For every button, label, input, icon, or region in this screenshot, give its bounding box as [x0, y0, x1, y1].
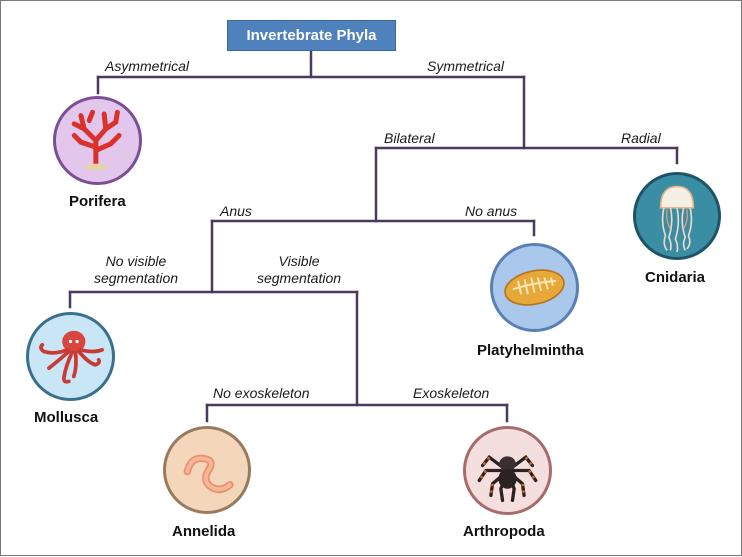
branch-label-visible-segmentation: Visible segmentation: [237, 253, 361, 287]
branch-label-symmetrical: Symmetrical: [427, 58, 505, 74]
sponge-icon: [71, 109, 122, 171]
branch-label-exoskeleton: Exoskeleton: [413, 385, 490, 401]
arthropoda-circle: [463, 426, 552, 515]
label-mollusca: Mollusca: [34, 409, 99, 426]
branch-label-bilateral: Bilateral: [384, 130, 435, 146]
annelida-circle: [163, 426, 251, 514]
label-arthropoda: Arthropoda: [463, 523, 545, 540]
octopus-icon: [39, 330, 104, 384]
tarantula-icon: [477, 454, 538, 503]
branch-label-line: segmentation: [93, 270, 179, 286]
branch-label-line: Visible: [278, 253, 320, 269]
platyhelmintha-circle: [490, 243, 579, 332]
branch-label-line: segmentation: [256, 270, 342, 286]
flatworm-icon: [504, 269, 565, 306]
branch-label-no-anus: No anus: [465, 203, 518, 219]
branch-label-no-visible-segmentation: No visible segmentation: [74, 253, 198, 287]
branch-label-line: No visible: [105, 253, 167, 269]
label-porifera: Porifera: [69, 193, 126, 210]
branch-label-anus: Anus: [220, 203, 252, 219]
label-annelida: Annelida: [172, 523, 236, 540]
label-platyhelmintha: Platyhelmintha: [477, 342, 584, 359]
cnidaria-circle: [633, 172, 721, 260]
label-cnidaria: Cnidaria: [645, 269, 706, 286]
branch-label-asymmetrical: Asymmetrical: [105, 58, 190, 74]
earthworm-icon: [183, 454, 234, 493]
diagram-title: Invertebrate Phyla: [227, 20, 396, 51]
jellyfish-icon: [659, 185, 695, 253]
branch-label-radial: Radial: [621, 130, 661, 146]
mollusca-circle: [26, 312, 115, 401]
branch-label-no-exoskeleton: No exoskeleton: [213, 385, 310, 401]
porifera-circle: [53, 96, 142, 185]
